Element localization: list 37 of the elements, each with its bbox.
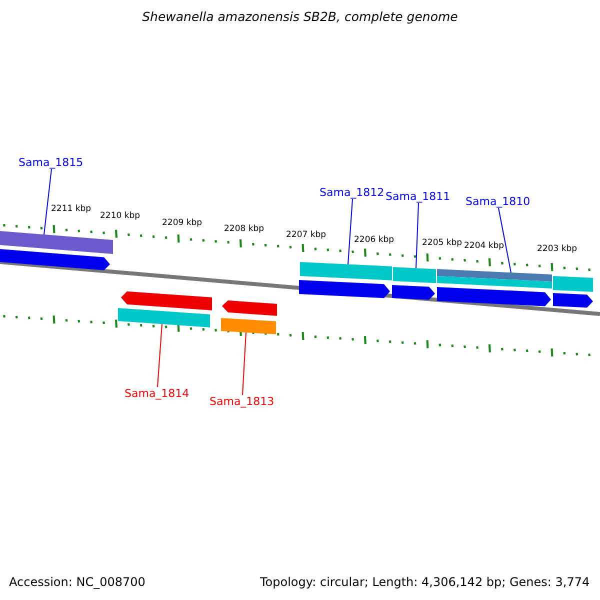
diagram-title: Shewanella amazonensis SB2B, complete genome <box>141 11 459 24</box>
gene-bar <box>118 308 210 328</box>
gene-bar <box>0 231 113 254</box>
gene-feature <box>0 249 110 270</box>
scale-label: 2208 kbp <box>224 225 264 234</box>
scale-label: 2211 kbp <box>51 205 92 214</box>
gene-label: Sama_1815 <box>18 157 84 168</box>
leader-line <box>348 198 353 265</box>
leader-line <box>242 332 246 396</box>
gene-feature <box>299 280 390 298</box>
gene-bar <box>393 267 436 284</box>
scale-label: 2205 kbp <box>422 239 462 248</box>
scale-label: 2209 kbp <box>162 219 202 228</box>
scale-label: 2210 kbp <box>100 212 140 220</box>
gene-bar <box>437 269 552 288</box>
gene-feature <box>437 287 551 306</box>
gene-feature <box>553 293 593 308</box>
genome-info-text: Topology: circular; Length: 4,306,142 bp; Genes: 3,774 <box>260 576 590 588</box>
scale-label: 2206 kbp <box>354 236 394 244</box>
gene-bar <box>221 318 276 334</box>
gene-label: Sama_1813 <box>210 396 274 407</box>
gene-label: Sama_1812 <box>320 187 384 198</box>
leader-line <box>44 168 52 236</box>
leader-line <box>498 208 512 274</box>
gene-feature <box>121 291 212 310</box>
gene-feature <box>222 300 277 316</box>
gene-label: Sama_1811 <box>386 191 450 202</box>
accession-text: Accession: NC_008700 <box>9 576 146 588</box>
scale-label: 2207 kbp <box>286 231 326 240</box>
leader-line <box>157 324 162 388</box>
scale-label: 2204 kbp <box>464 242 504 250</box>
leader-line <box>416 202 419 269</box>
gene-feature <box>392 285 435 300</box>
scale-label: 2203 kbp <box>537 245 578 254</box>
gene-label: Sama_1814 <box>124 388 190 399</box>
gene-bar <box>553 276 593 292</box>
gene-label: Sama_1810 <box>466 196 530 207</box>
